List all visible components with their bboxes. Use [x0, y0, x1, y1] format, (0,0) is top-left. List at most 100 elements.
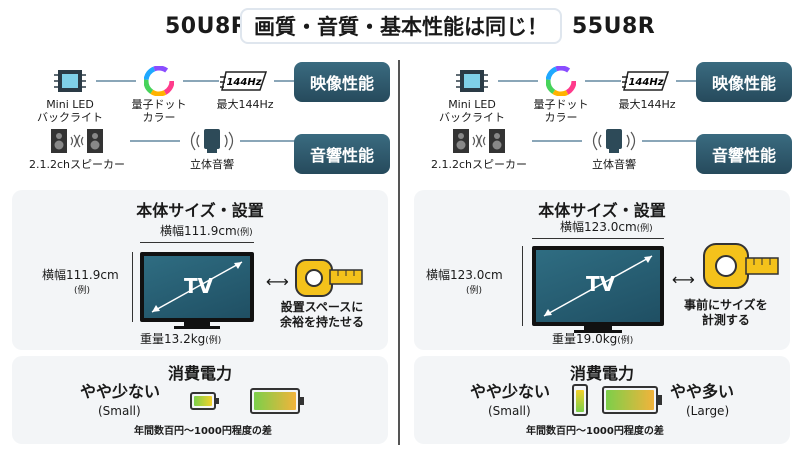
tv-label: TV: [184, 274, 214, 298]
width-dimension-line: [140, 242, 254, 243]
power-small-label: やや少ない: [470, 382, 551, 401]
refresh-rate-icon: 144Hz: [220, 66, 270, 96]
speakers-icon: [449, 126, 509, 156]
power-small-label: やや少ない: [80, 382, 161, 401]
refresh-badge-text: 144Hz: [628, 77, 663, 88]
power-panel: 消費電力 やや少ない (Small) やや多い (Large) 年間数百円〜10…: [414, 356, 790, 444]
feature-miniled-label: Mini LED バックライト: [439, 98, 505, 124]
3d-audio-icon: [587, 126, 641, 156]
install-note: 設置スペースに 余裕を持たせる: [280, 300, 365, 329]
category-audio-performance: 音響性能: [294, 134, 390, 174]
center-divider: [398, 60, 400, 445]
refresh-badge-text: 144Hz: [226, 77, 261, 88]
connector: [498, 80, 538, 82]
height-label: 横幅111.9cm: [42, 268, 119, 282]
battery-medium-icon: [250, 388, 304, 414]
feature-3d-audio: 立体音響: [582, 126, 646, 171]
weight-label: 重量19.0kg(例): [552, 332, 634, 346]
feature-3d-audio: 立体音響: [180, 126, 244, 171]
category-audio-performance: 音響性能: [696, 134, 792, 174]
feature-miniled: Mini LED バックライト: [30, 66, 110, 124]
width-dimension-line: [532, 238, 664, 239]
tv-screen: TV: [532, 246, 664, 326]
diagonal-arrow: [151, 261, 243, 313]
power-large-en: (Large): [686, 404, 730, 418]
size-panel-title: 本体サイズ・設置: [136, 201, 264, 220]
speakers-icon: [47, 126, 107, 156]
feature-miniled-label: Mini LED バックライト: [37, 98, 103, 124]
power-panel-title: 消費電力: [569, 364, 634, 383]
model-name-left: 50U8R: [165, 14, 249, 39]
model-name-right: 55U8R: [572, 14, 656, 39]
size-panel: 本体サイズ・設置 横幅123.0cm(例) 横幅123.0cm (例) TV 重…: [414, 190, 790, 350]
install-note: 事前にサイズを 計測する: [684, 298, 768, 327]
diagonal-arrow: [543, 255, 653, 317]
size-panel-title: 本体サイズ・設置: [538, 201, 666, 220]
power-note: 年間数百円〜1000円程度の差: [134, 426, 272, 437]
power-panel-title: 消費電力: [167, 364, 232, 383]
connector: [274, 80, 296, 82]
weight-label: 重量13.2kg(例): [140, 332, 222, 346]
battery-large-icon: [602, 386, 662, 414]
tape-measure-icon: [294, 256, 364, 304]
height-example: (例): [74, 286, 91, 296]
category-video-performance: 映像性能: [294, 62, 390, 102]
size-panel: 本体サイズ・設置 横幅111.9cm(例) 横幅111.9cm (例) TV 重…: [12, 190, 388, 350]
feature-144hz: 144Hz 最大144Hz: [210, 66, 280, 111]
feature-144hz: 144Hz 最大144Hz: [612, 66, 682, 111]
double-arrow-icon: ⟷: [672, 270, 695, 289]
chip-icon: [455, 66, 489, 96]
feature-speakers: 2.1.2chスピーカー: [22, 126, 132, 171]
chip-icon: [53, 66, 87, 96]
connector: [642, 140, 698, 142]
power-small-en: (Small): [488, 404, 531, 418]
category-video-performance: 映像性能: [696, 62, 792, 102]
left-column: Mini LED バックライト 量子ドット カラー 144Hz 最大144Hz: [12, 62, 390, 444]
height-dimension-line: [132, 252, 133, 322]
tv-stand: [584, 326, 612, 330]
tv-label: TV: [586, 272, 616, 296]
feature-quantum-dot: 量子ドット カラー: [526, 66, 596, 124]
power-note: 年間数百円〜1000円程度の差: [526, 426, 664, 437]
width-label: 横幅123.0cm(例): [560, 220, 653, 234]
feature-144hz-label: 最大144Hz: [618, 98, 676, 111]
feature-speakers-label: 2.1.2chスピーカー: [28, 158, 125, 171]
feature-3d-audio-label: 立体音響: [190, 158, 234, 171]
color-wheel-icon: [546, 66, 576, 96]
power-panel: 消費電力 やや少ない (Small) 年間数百円〜1000円程度の差: [12, 356, 388, 444]
right-column: Mini LED バックライト 量子ドット カラー 144Hz 最大144Hz: [402, 0, 800, 450]
feature-3d-audio-label: 立体音響: [592, 158, 636, 171]
width-label: 横幅111.9cm(例): [160, 224, 253, 238]
height-example: (例): [466, 286, 483, 296]
refresh-rate-icon: 144Hz: [622, 66, 672, 96]
feature-speakers: 2.1.2chスピーカー: [424, 126, 534, 171]
power-small-en: (Small): [98, 404, 141, 418]
double-arrow-icon: ⟷: [266, 272, 289, 291]
feature-quantum-dot-label: 量子ドット カラー: [131, 98, 187, 124]
tv-stand-base: [574, 330, 622, 333]
connector: [676, 80, 698, 82]
battery-small-icon: [572, 384, 588, 416]
height-label: 横幅123.0cm: [426, 268, 503, 282]
feature-speakers-label: 2.1.2chスピーカー: [430, 158, 527, 171]
headline: 画質・音質・基本性能は同じ！: [240, 8, 562, 44]
feature-quantum-dot: 量子ドット カラー: [124, 66, 194, 124]
tv-stand: [184, 322, 210, 326]
tape-measure-icon: [702, 240, 780, 300]
connector: [585, 80, 621, 82]
connector: [183, 80, 219, 82]
connector: [240, 140, 296, 142]
feature-quantum-dot-label: 量子ドット カラー: [533, 98, 589, 124]
color-wheel-icon: [144, 66, 174, 96]
battery-small-icon: [190, 392, 219, 410]
connector: [130, 140, 180, 142]
3d-audio-icon: [185, 126, 239, 156]
feature-144hz-label: 最大144Hz: [216, 98, 274, 111]
tv-stand-base: [174, 326, 220, 329]
feature-miniled: Mini LED バックライト: [432, 66, 512, 124]
connector: [96, 80, 136, 82]
connector: [532, 140, 582, 142]
height-dimension-line: [522, 246, 523, 326]
power-large-label: やや多い: [670, 382, 735, 401]
tv-screen: TV: [140, 252, 254, 322]
